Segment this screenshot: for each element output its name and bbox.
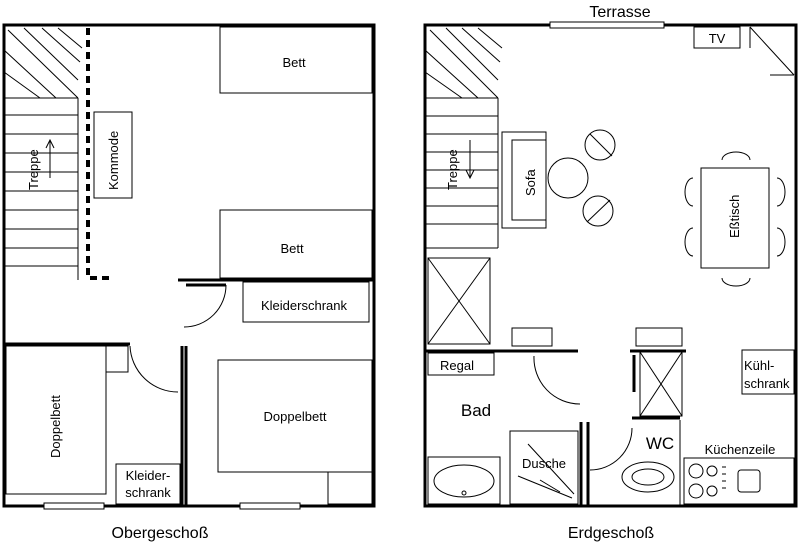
kitchen-label: Küchenzeile	[705, 442, 776, 457]
upper-dashed-partition	[86, 28, 112, 280]
dining-table	[700, 167, 770, 269]
terrace-window	[549, 21, 665, 29]
tv-label: TV	[709, 31, 726, 46]
upper-wardrobe-hall	[242, 281, 370, 323]
ground-stairs-label: Treppe	[445, 149, 460, 190]
upper-floor-title: Obergeschoß	[112, 525, 209, 542]
coffee-table	[547, 157, 589, 199]
upper-double-bed-right	[217, 359, 373, 473]
upper-stairs-label: Treppe	[26, 149, 41, 190]
toilet-label: WC	[646, 434, 674, 453]
upper-wardrobe-small	[115, 463, 181, 505]
upper-stairs-arrow-icon	[45, 138, 55, 178]
bathroom-label: Bad	[461, 401, 491, 420]
terrace-label: Terrasse	[589, 4, 650, 21]
upper-stairs: Treppe	[3, 27, 83, 280]
upper-bed-bottom	[219, 209, 373, 279]
upper-bed-top-label: Bett	[282, 55, 306, 70]
dining-table-label: Eßtisch	[727, 195, 742, 238]
shelf	[427, 352, 495, 376]
upper-window-bottom-right	[239, 502, 301, 510]
shelf-label: Regal	[440, 358, 474, 373]
toilet-bowl	[621, 461, 675, 493]
ground-floor: Terrasse TV Treppe	[423, 4, 798, 542]
upper-wardrobe-hall-label: Kleiderschrank	[261, 298, 347, 313]
ground-stairs: Treppe	[424, 27, 503, 249]
upper-dresser-label: Kommode	[106, 131, 121, 190]
sofa-label: Sofa	[523, 168, 538, 196]
ground-floor-title: Erdgeschoß	[568, 525, 654, 542]
tv	[693, 26, 741, 49]
shower	[509, 430, 579, 505]
upper-wardrobe-small-label-2: schrank	[125, 485, 171, 500]
upper-double-bed-left-label: Doppelbett	[48, 395, 63, 458]
fridge-label-1: Kühl-	[744, 358, 774, 373]
upper-dresser	[93, 111, 133, 199]
ground-stairs-arrow-icon	[465, 140, 475, 180]
upper-floor: Treppe Kommode Bett Bett Kleiderschrank …	[2, 23, 376, 542]
upper-bed-top	[219, 26, 373, 94]
kitchen-counter	[683, 457, 795, 505]
upper-bed-bottom-label: Bett	[280, 241, 304, 256]
upper-wardrobe-small-label-1: Kleider-	[126, 468, 171, 483]
upper-window-bottom-left	[43, 502, 105, 510]
fridge	[741, 349, 795, 395]
upper-double-bed-left	[5, 345, 107, 495]
shower-label: Dusche	[522, 456, 566, 471]
upper-double-bed-right-label: Doppelbett	[264, 409, 327, 424]
fridge-label-2: schrank	[744, 376, 790, 391]
